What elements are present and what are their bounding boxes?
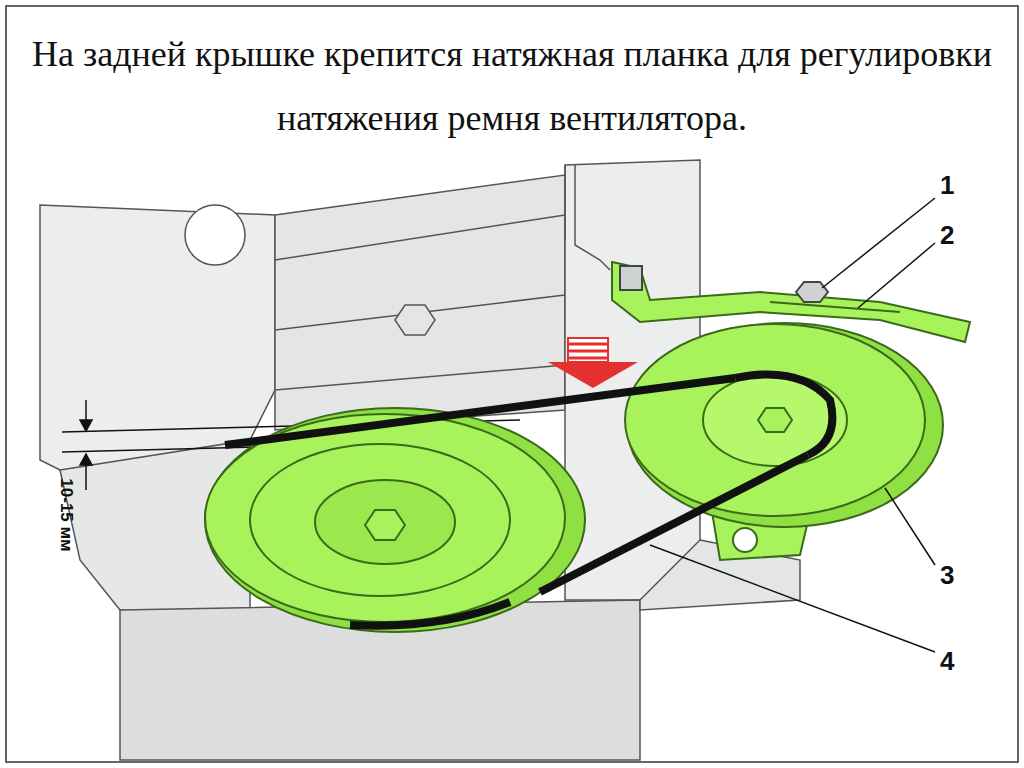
force-arrow	[548, 338, 638, 388]
frame	[6, 6, 1018, 762]
leader-line	[650, 198, 935, 652]
callout-number: 1	[940, 170, 954, 201]
callout-number: 4	[940, 646, 954, 677]
dimension-label: 10-15 мм	[56, 478, 76, 551]
callout-number: 3	[940, 560, 954, 591]
tension-bar	[612, 262, 970, 342]
callout-number: 2	[940, 220, 954, 251]
fan-belt	[225, 374, 832, 625]
slide-title: На задней крышке крепится натяжная планк…	[30, 22, 994, 150]
